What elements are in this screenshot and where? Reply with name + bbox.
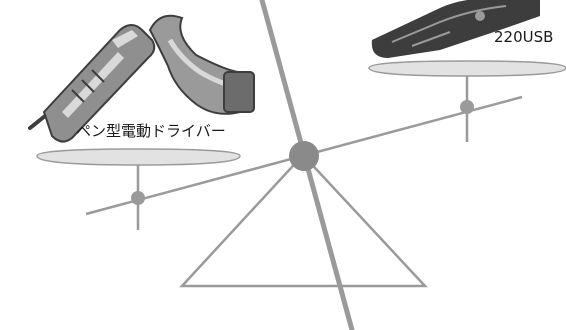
left-pan bbox=[37, 149, 240, 230]
scale-stand bbox=[182, 155, 425, 286]
pivot-joint bbox=[289, 141, 319, 171]
left-item-label: ペン型電動ドライバー bbox=[76, 122, 226, 140]
right-item-label: 220USB bbox=[494, 28, 553, 46]
